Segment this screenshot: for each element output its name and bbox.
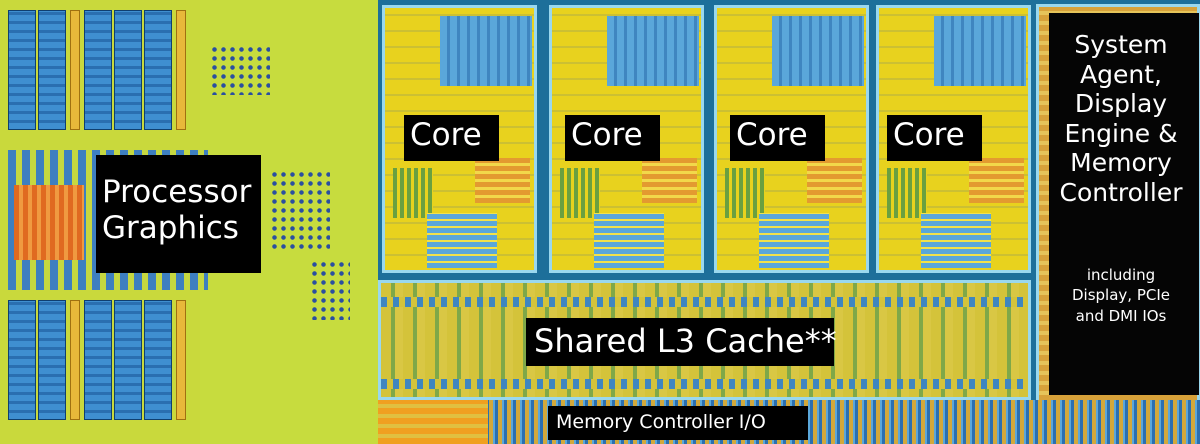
core-label-1: Core xyxy=(404,115,499,161)
execution-unit-array xyxy=(84,300,112,420)
shared-l3-cache-label: Shared L3 Cache** xyxy=(526,318,837,366)
execution-unit-array xyxy=(84,10,112,130)
execution-unit-bus xyxy=(70,10,80,130)
system-agent-title-line: Agent, xyxy=(1080,59,1162,89)
core-cache-array xyxy=(934,16,1026,86)
system-agent-note-line: and DMI IOs xyxy=(1075,306,1167,325)
core-logic-block xyxy=(969,158,1024,203)
core-logic-block xyxy=(807,158,862,203)
core-cache-array xyxy=(759,213,829,268)
execution-unit-array xyxy=(38,10,66,130)
core-label-3: Core xyxy=(730,115,825,161)
core-cache-array xyxy=(427,213,497,268)
core-logic-block xyxy=(725,168,765,218)
system-agent-title-line: Controller xyxy=(1059,177,1183,207)
execution-unit-array xyxy=(114,300,142,420)
graphics-core-logic xyxy=(14,185,84,260)
core-logic-block xyxy=(642,158,697,203)
execution-unit-bus xyxy=(70,300,80,420)
io-pad-area xyxy=(378,400,488,444)
graphics-logic-cluster xyxy=(210,45,270,95)
core-label-2: Core xyxy=(565,115,660,161)
execution-unit-array xyxy=(144,300,172,420)
graphics-logic-cluster xyxy=(270,170,330,250)
graphics-uncore-area xyxy=(200,0,378,444)
core-cache-array xyxy=(772,16,864,86)
memory-controller-io-label: Memory Controller I/O xyxy=(548,406,808,440)
system-agent-note-line: Display, PCIe xyxy=(1072,286,1170,305)
system-agent-title: System Agent, Display Engine & Memory Co… xyxy=(1046,30,1196,207)
system-agent-note-line: including xyxy=(1086,266,1156,284)
cache-band xyxy=(381,297,1028,307)
core-logic-block xyxy=(393,168,433,218)
execution-unit-bus xyxy=(176,300,186,420)
cache-band xyxy=(381,379,1028,389)
system-agent-title-line: System xyxy=(1074,30,1168,59)
core-label-4: Core xyxy=(887,115,982,161)
core-cache-array xyxy=(594,213,664,268)
core-cache-array xyxy=(440,16,532,86)
core-logic-block xyxy=(887,168,927,218)
core-logic-block xyxy=(560,168,600,218)
execution-unit-array xyxy=(114,10,142,130)
execution-unit-array xyxy=(144,10,172,130)
system-agent-title-line: Display xyxy=(1074,89,1168,118)
core-logic-block xyxy=(475,158,530,203)
system-agent-region xyxy=(1036,4,1200,404)
system-agent-title-line: Engine & xyxy=(1064,118,1178,148)
system-agent-title-line: Memory xyxy=(1070,148,1172,177)
execution-unit-bus xyxy=(176,10,186,130)
core-cache-array xyxy=(607,16,699,86)
execution-unit-array xyxy=(38,300,66,420)
system-agent-note: including Display, PCIe and DMI IOs xyxy=(1046,265,1196,326)
processor-graphics-label: Processor Graphics xyxy=(96,155,261,273)
execution-unit-array xyxy=(8,10,36,130)
system-agent-label-panel xyxy=(1049,13,1199,395)
core-cache-array xyxy=(921,213,991,268)
graphics-logic-cluster xyxy=(310,260,350,320)
execution-unit-array xyxy=(8,300,36,420)
